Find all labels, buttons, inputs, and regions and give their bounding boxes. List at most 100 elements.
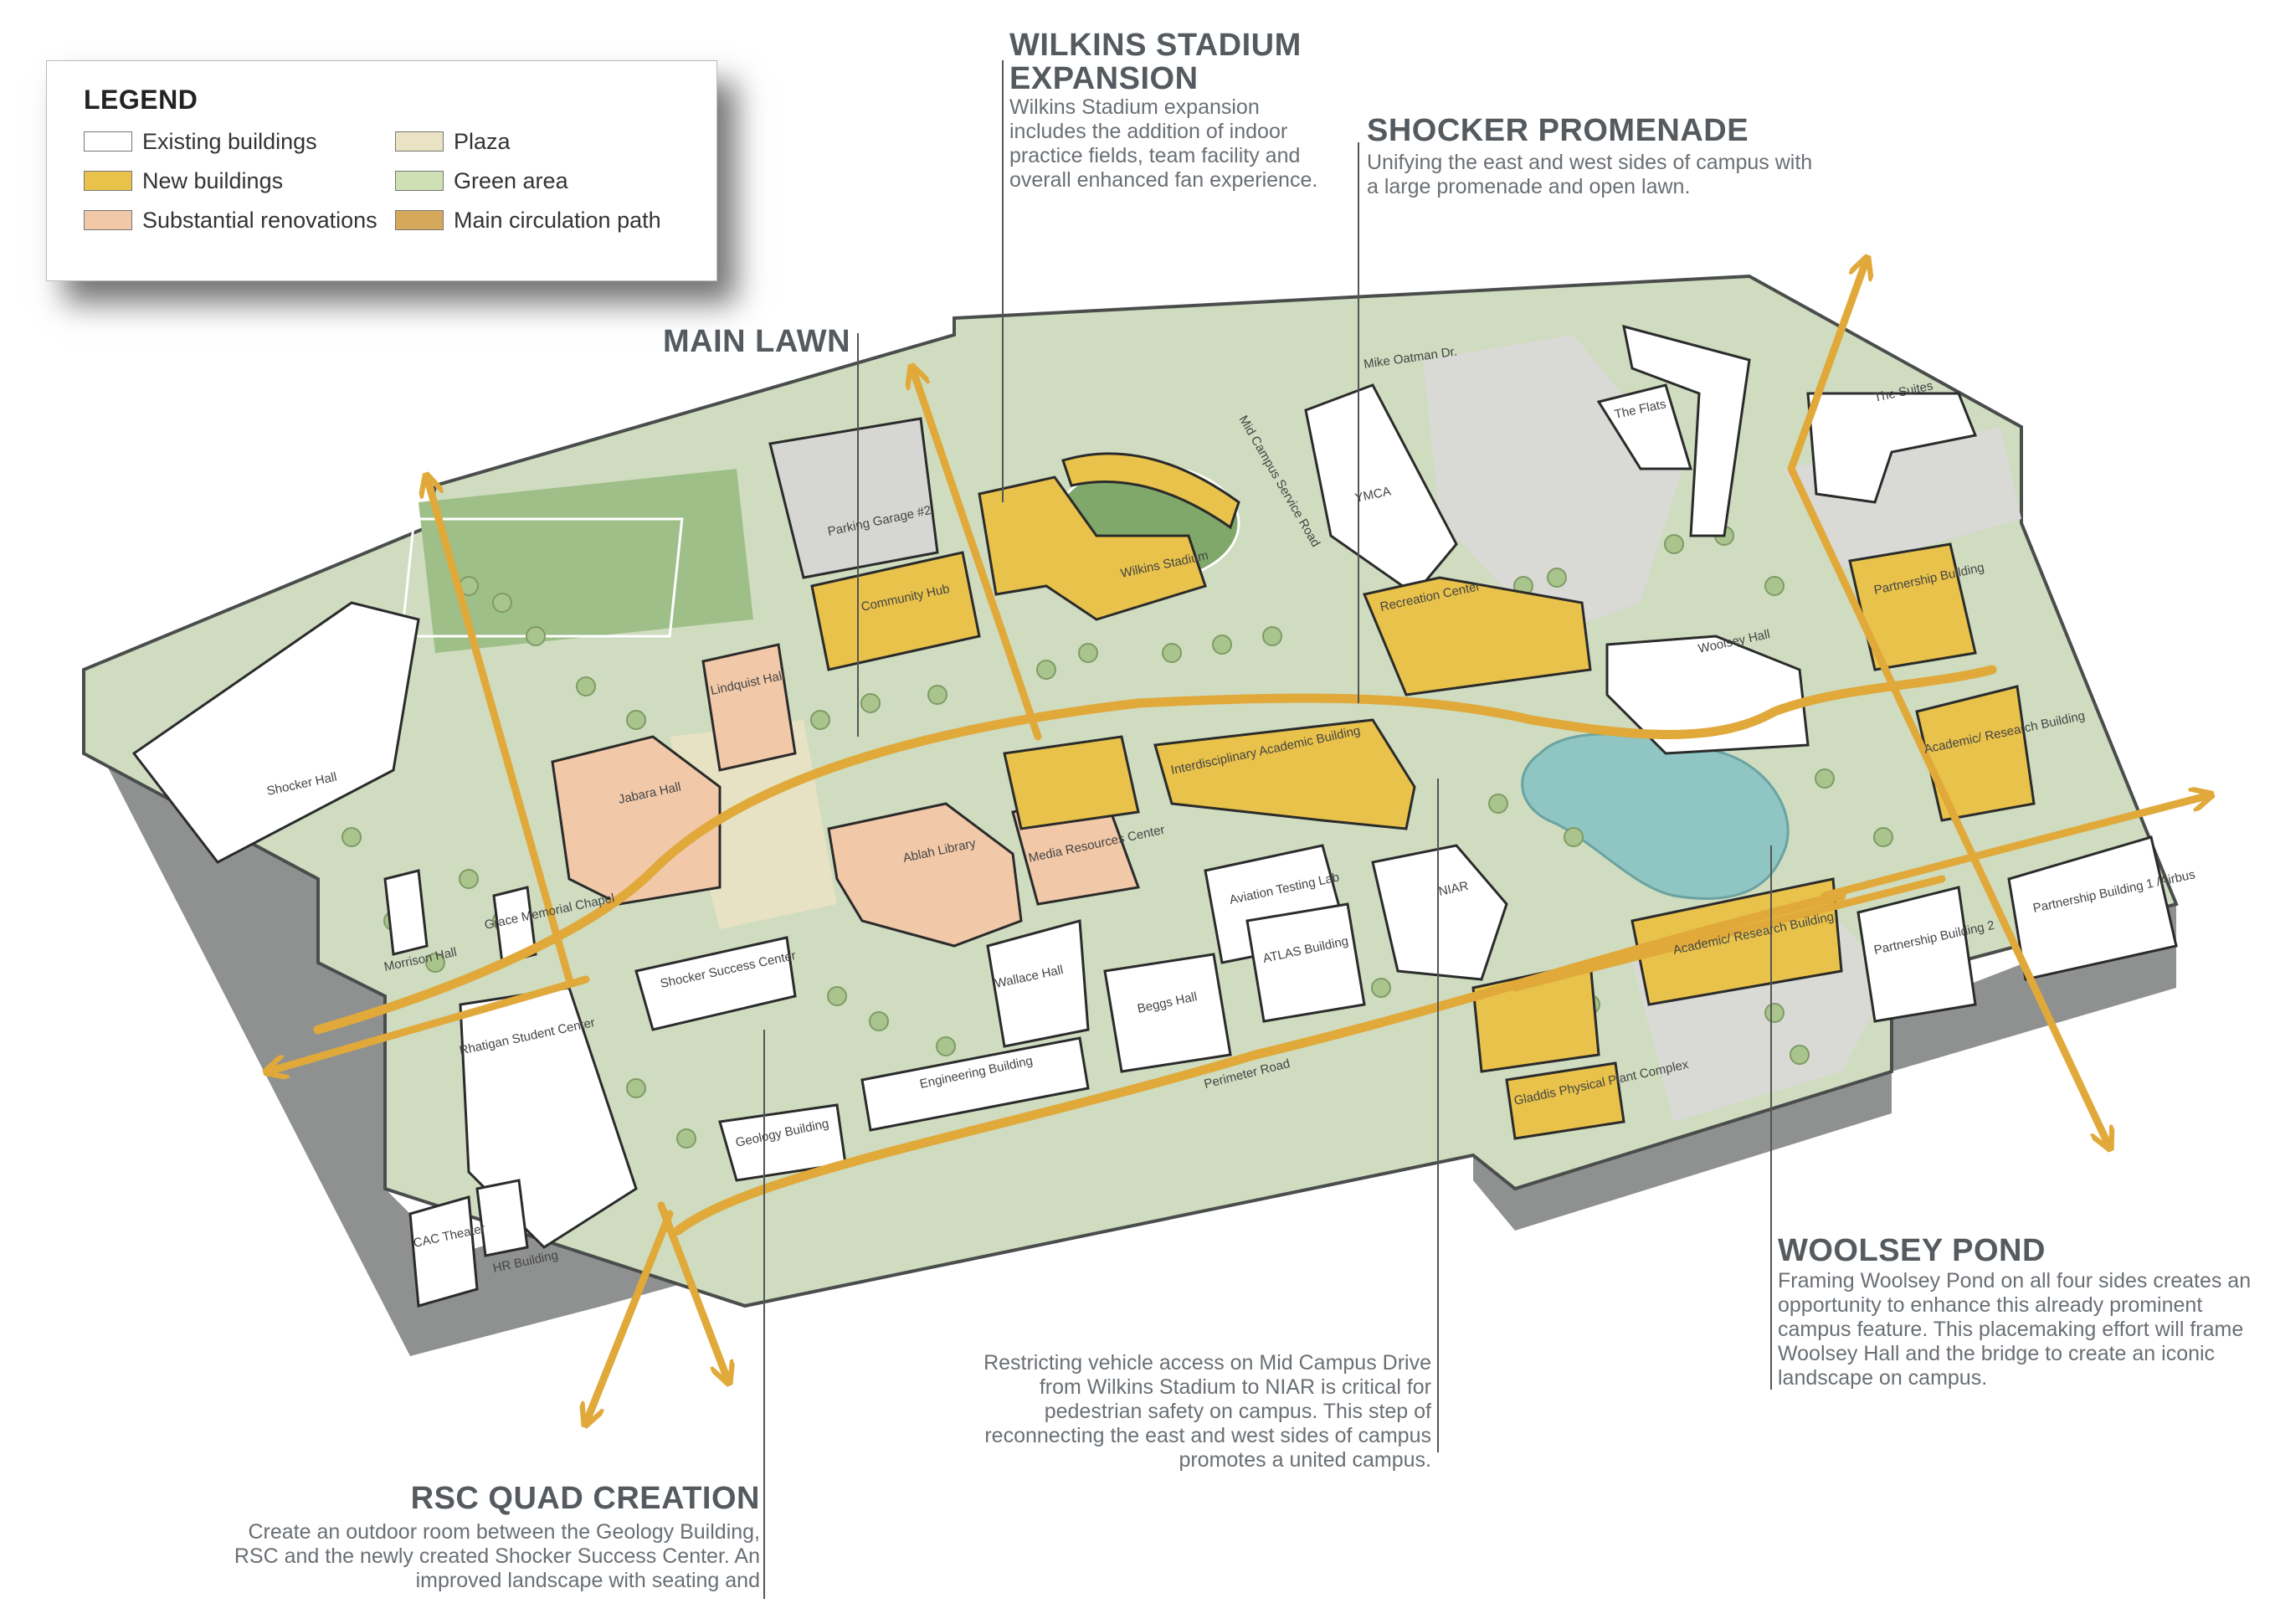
tree (1764, 576, 1785, 596)
tree (342, 827, 362, 847)
arrow-west (268, 975, 590, 1072)
legend-label: New buildings (142, 167, 284, 193)
legend-label: Plaza (454, 128, 511, 154)
tree (492, 593, 512, 613)
legend-item: Green area (395, 164, 568, 198)
tree (526, 626, 546, 646)
interdisciplinary-building (1153, 718, 1416, 830)
the-suites-building (1806, 392, 1978, 504)
arrow-e (1821, 795, 2210, 900)
atlas-building (1245, 902, 1366, 1023)
axis-arrows (268, 260, 2210, 1423)
legend-title: LEGEND (84, 85, 198, 115)
arrow-ne (1787, 260, 1867, 473)
legend-item: Existing buildings (84, 125, 317, 158)
arrow-sw (586, 1210, 674, 1423)
rsc-quad-heading: RSC QUAD CREATION (410, 1481, 760, 1516)
wilkins-stadium-building (978, 475, 1207, 621)
tree (1162, 643, 1182, 663)
tree (927, 685, 947, 705)
engineering-building (860, 1036, 1090, 1132)
leader-lines (763, 60, 1772, 1599)
tree (827, 986, 847, 1006)
wilkins-text: Wilkins Stadium expansion includes the a… (1009, 95, 1318, 192)
tree (676, 1128, 696, 1149)
chapel-building (492, 886, 537, 964)
mid-campus-text: Restricting vehicle access on Mid Campus… (983, 1351, 1431, 1472)
partnership-1-building (2007, 835, 2178, 981)
legend-swatch (84, 171, 132, 191)
tree (1664, 534, 1684, 554)
wallace-hall-building (986, 919, 1090, 1048)
tree (1371, 978, 1391, 998)
shocker-success-building (634, 936, 797, 1031)
perimeter-path (673, 891, 1846, 1236)
arrow-n-lawn (912, 368, 1042, 741)
tree (425, 953, 445, 973)
tree (1078, 643, 1098, 663)
tree (1764, 1003, 1785, 1023)
morrison-hall-building (383, 869, 429, 956)
niar-building (1371, 844, 1508, 981)
ablah-library-building (827, 802, 1023, 948)
tree (1873, 827, 1893, 847)
community-hub-building (810, 551, 981, 671)
arrow-se (1787, 465, 2109, 1147)
recreation-center-building (1362, 576, 1592, 696)
existing-buildings (131, 324, 2178, 1308)
parking-garage-building (768, 417, 939, 579)
jabara-hall-building (551, 735, 722, 906)
tree (1488, 794, 1508, 814)
partnership-2-building (1856, 886, 1977, 1023)
tree (936, 1036, 956, 1056)
legend-item: Plaza (395, 125, 511, 158)
circulation-ring (313, 665, 1997, 1035)
legend-swatch (395, 131, 444, 152)
promenade-heading: SHOCKER PROMENADE (1367, 113, 1749, 148)
tree (1212, 635, 1232, 655)
academic-research-1-building (1915, 685, 2036, 822)
tree (1564, 827, 1584, 847)
arrow-nw (427, 477, 573, 984)
main-lawn-heading: MAIN LAWN (663, 324, 851, 359)
legend-swatch (395, 171, 444, 191)
tree (459, 869, 479, 889)
tree (1262, 626, 1282, 646)
the-flats-wing (1622, 324, 1751, 537)
shocker-hall-building (131, 601, 420, 864)
legend-swatch (84, 210, 132, 230)
legend-item: New buildings (84, 164, 283, 198)
legend-label: Green area (454, 167, 568, 193)
tree (576, 676, 596, 696)
legend-item: Main circulation path (395, 203, 661, 237)
tree (626, 1078, 646, 1098)
tree (626, 710, 646, 730)
tree (810, 710, 830, 730)
renovation-buildings (551, 643, 1141, 948)
legend-item: Substantial renovations (84, 203, 377, 237)
woolsey-pond-heading: WOOLSEY POND (1778, 1233, 2046, 1268)
lindquist-hall-building (701, 643, 797, 772)
promenade-text: Unifying the east and west sides of camp… (1367, 151, 1813, 198)
woolsey-pond-text: Framing Woolsey Pond on all four sides c… (1778, 1269, 2252, 1390)
hr-building (475, 1179, 529, 1257)
media-new-building (1003, 735, 1140, 830)
rsc-quad-text: Create an outdoor room between the Geolo… (234, 1520, 760, 1592)
tree (1815, 768, 1835, 789)
ymca-building (1304, 383, 1458, 597)
legend-label: Main circulation path (454, 207, 661, 233)
arrow-sw-e (1511, 875, 1946, 992)
tree (869, 1011, 889, 1031)
tree (860, 693, 881, 713)
legend-label: Existing buildings (142, 128, 317, 154)
wilkins-heading: WILKINS STADIUM EXPANSION (1009, 28, 1302, 96)
beggs-hall-building (1103, 953, 1232, 1073)
legend-label: Substantial renovations (142, 207, 377, 233)
gladdis-building (1505, 1061, 1625, 1140)
tree (1790, 1045, 1810, 1065)
tree (1036, 660, 1056, 680)
tree (1547, 568, 1567, 588)
